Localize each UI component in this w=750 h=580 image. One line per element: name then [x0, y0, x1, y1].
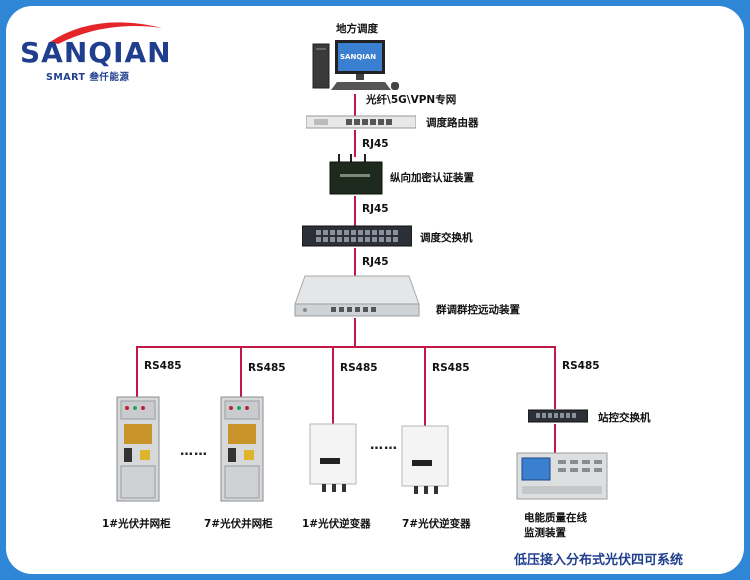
- remote-control-device: [294, 275, 420, 317]
- drop-cabinet1: [136, 346, 138, 401]
- inverter-ellipsis: ……: [370, 438, 398, 453]
- rs485-label-5: RS485: [562, 360, 600, 372]
- controller-label: 群调群控远动装置: [436, 304, 520, 316]
- inverter-7-label: 7#光伏逆变器: [402, 518, 471, 530]
- link-controller-bus: [354, 318, 356, 348]
- rs485-label-2: RS485: [248, 362, 286, 374]
- station-switch-device: [528, 409, 588, 423]
- inverter-1-label: 1#光伏逆变器: [302, 518, 371, 530]
- pq-monitor-label-2: 监测装置: [524, 527, 566, 539]
- fiber-link-label: 光纤\5G\VPN专网: [366, 94, 457, 106]
- station-switch-label: 站控交换机: [598, 412, 651, 424]
- desktop-computer-icon: [312, 40, 399, 90]
- pq-monitor-label-1: 电能质量在线: [524, 512, 587, 524]
- drop-station-switch: [554, 346, 556, 409]
- dispatch-label: 地方调度: [336, 23, 378, 35]
- logo-wordmark: SANQIAN: [20, 36, 172, 69]
- monitor-screen-brand: SANQIAN: [340, 53, 377, 61]
- link-router-encrypt: [354, 130, 356, 157]
- drop-inverter7: [424, 346, 426, 428]
- dispatch-switch-device: [302, 225, 412, 247]
- link-station-switch-monitor: [554, 424, 556, 454]
- cabinet-7-device: [220, 396, 264, 502]
- router-device: [306, 115, 416, 129]
- diagram-card: SANQIAN SMART 叁仟能源 地方调度 SANQIAN 光纤\5G\VP…: [6, 6, 744, 574]
- drop-cabinet7: [240, 346, 242, 401]
- encrypt-label: 纵向加密认证装置: [390, 172, 474, 184]
- rs485-label-4: RS485: [432, 362, 470, 374]
- link-encrypt-switch: [354, 196, 356, 228]
- encryption-device: [329, 154, 383, 195]
- inverter-7-device: [401, 425, 449, 494]
- cabinet-1-label: 1#光伏并网柜: [102, 518, 171, 530]
- logo-swoosh: [50, 22, 162, 44]
- pq-monitor-device: [516, 452, 608, 500]
- rj45-label-1: RJ45: [362, 138, 389, 150]
- router-label: 调度路由器: [426, 117, 479, 129]
- link-switch-controller: [354, 248, 356, 278]
- logo-subtitle: SMART 叁仟能源: [46, 72, 130, 83]
- rs485-label-3: RS485: [340, 362, 378, 374]
- rj45-label-2: RJ45: [362, 203, 389, 215]
- drop-inverter1: [332, 346, 334, 426]
- cabinet-ellipsis: ……: [180, 444, 208, 459]
- diagram-title: 低压接入分布式光伏四可系统: [514, 553, 684, 568]
- cabinet-1-device: [116, 396, 160, 502]
- rj45-label-3: RJ45: [362, 256, 389, 268]
- rs485-label-1: RS485: [144, 360, 182, 372]
- inverter-1-device: [309, 423, 357, 492]
- link-dispatch-router: [354, 94, 356, 118]
- cabinet-7-label: 7#光伏并网柜: [204, 518, 273, 530]
- switch-label: 调度交换机: [420, 232, 473, 244]
- rs485-bus: [136, 346, 556, 348]
